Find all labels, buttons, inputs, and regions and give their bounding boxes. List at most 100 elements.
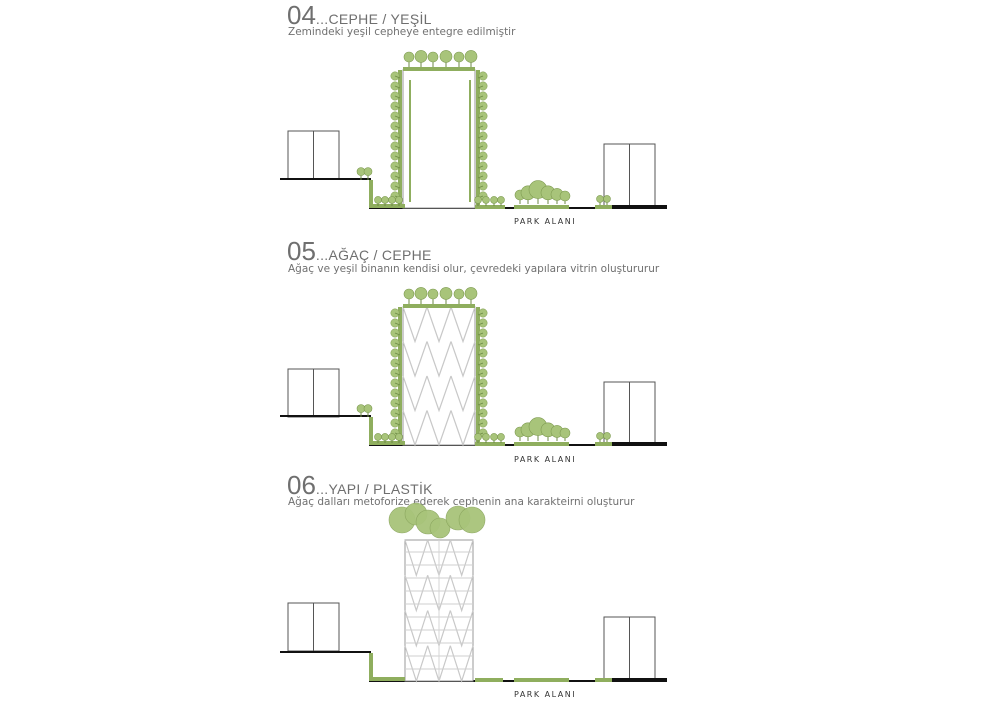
branch	[394, 175, 401, 179]
branch	[394, 352, 401, 356]
green-base-right	[595, 678, 612, 682]
section-05-elevation-drawing	[280, 287, 667, 447]
facade-diagonal	[404, 610, 429, 648]
facade-diagonal	[402, 410, 428, 447]
branch	[394, 145, 401, 149]
branch	[394, 105, 401, 109]
branch	[394, 402, 401, 406]
tree	[559, 190, 571, 204]
branch	[477, 372, 484, 376]
tree	[427, 288, 439, 304]
branch	[477, 412, 484, 416]
roof-planter	[403, 304, 475, 308]
tree	[596, 432, 604, 442]
facade-diagonal	[426, 375, 452, 413]
facade-diagonal	[426, 341, 452, 378]
tree	[439, 50, 453, 67]
branch	[477, 175, 484, 179]
tree	[474, 196, 482, 206]
green-facade-strip	[398, 307, 402, 445]
branch	[477, 422, 484, 426]
branch	[394, 362, 401, 366]
green-base-park	[514, 442, 569, 446]
facade-diagonal	[426, 410, 452, 447]
branch	[394, 392, 401, 396]
section-title: ...YAPI / PLASTİK	[315, 481, 433, 497]
branch	[477, 95, 484, 99]
branch	[394, 412, 401, 416]
branch	[394, 165, 401, 169]
section-06-elevation-drawing	[280, 502, 667, 683]
branch	[477, 85, 484, 89]
tree	[403, 51, 415, 67]
main-building	[402, 69, 476, 209]
tree	[490, 433, 498, 443]
tree	[395, 433, 403, 443]
branch	[477, 165, 484, 169]
tree	[497, 196, 505, 206]
branch	[477, 382, 484, 386]
tree	[474, 433, 482, 443]
branch	[477, 322, 484, 326]
section-number: 04	[287, 0, 316, 30]
roof-planter	[403, 67, 475, 71]
branch	[477, 402, 484, 406]
branch	[394, 422, 401, 426]
green-facade-strip	[398, 70, 402, 208]
branch	[394, 382, 401, 386]
branch	[394, 125, 401, 129]
branch	[394, 95, 401, 99]
green-base-mid	[475, 678, 503, 682]
section-title: ...CEPHE / YEŞİL	[315, 11, 432, 27]
branch	[477, 332, 484, 336]
facade-diagonal	[450, 306, 476, 344]
facade-diagonal	[402, 341, 428, 378]
facade-diagonal	[450, 410, 476, 447]
facade-diagonal	[450, 375, 476, 413]
facade-diagonal	[404, 645, 429, 683]
green-base-park	[514, 205, 569, 209]
branch	[477, 155, 484, 159]
tree	[482, 196, 490, 206]
branch	[477, 312, 484, 316]
green-facade-strip	[476, 307, 480, 445]
tree	[374, 433, 382, 443]
tree	[381, 433, 389, 443]
green-base-left	[369, 417, 405, 445]
branch	[394, 185, 401, 189]
tree	[453, 51, 465, 67]
section-heading: 06 ...YAPI / PLASTİK	[287, 472, 433, 498]
tree	[603, 195, 611, 205]
section-06: 06 ...YAPI / PLASTİK Ağaç dalları metofo…	[0, 470, 1000, 707]
green-base-mid	[475, 442, 505, 446]
branch	[477, 145, 484, 149]
tree	[596, 195, 604, 205]
facade-diagonal	[449, 575, 474, 613]
tree	[427, 51, 439, 67]
tree	[381, 196, 389, 206]
facade-diagonal	[450, 341, 476, 378]
tree	[559, 427, 571, 441]
branch	[477, 392, 484, 396]
section-04-elevation-drawing	[280, 50, 667, 209]
section-05: 05 ...AĞAÇ / CEPHE Ağaç ve yeşil binanın…	[0, 235, 1000, 470]
facade-diagonal	[426, 306, 452, 344]
branch	[477, 135, 484, 139]
section-04: 04 ...CEPHE / YEŞİL Zemindeki yeşil ceph…	[0, 0, 1000, 235]
tree	[363, 167, 373, 180]
green-base-right	[595, 205, 612, 209]
tree	[464, 287, 478, 304]
tree	[363, 404, 373, 417]
facade-diagonal	[402, 306, 428, 344]
branch	[394, 342, 401, 346]
canopy-blob	[429, 517, 451, 539]
branch	[394, 332, 401, 336]
branch	[394, 312, 401, 316]
green-base-left	[369, 653, 405, 681]
tree	[453, 288, 465, 304]
branch	[477, 185, 484, 189]
section-description: Ağaç dalları metoforize ederek cephenin …	[288, 496, 635, 508]
branch	[394, 115, 401, 119]
branch	[477, 125, 484, 129]
green-base-mid	[475, 205, 505, 209]
